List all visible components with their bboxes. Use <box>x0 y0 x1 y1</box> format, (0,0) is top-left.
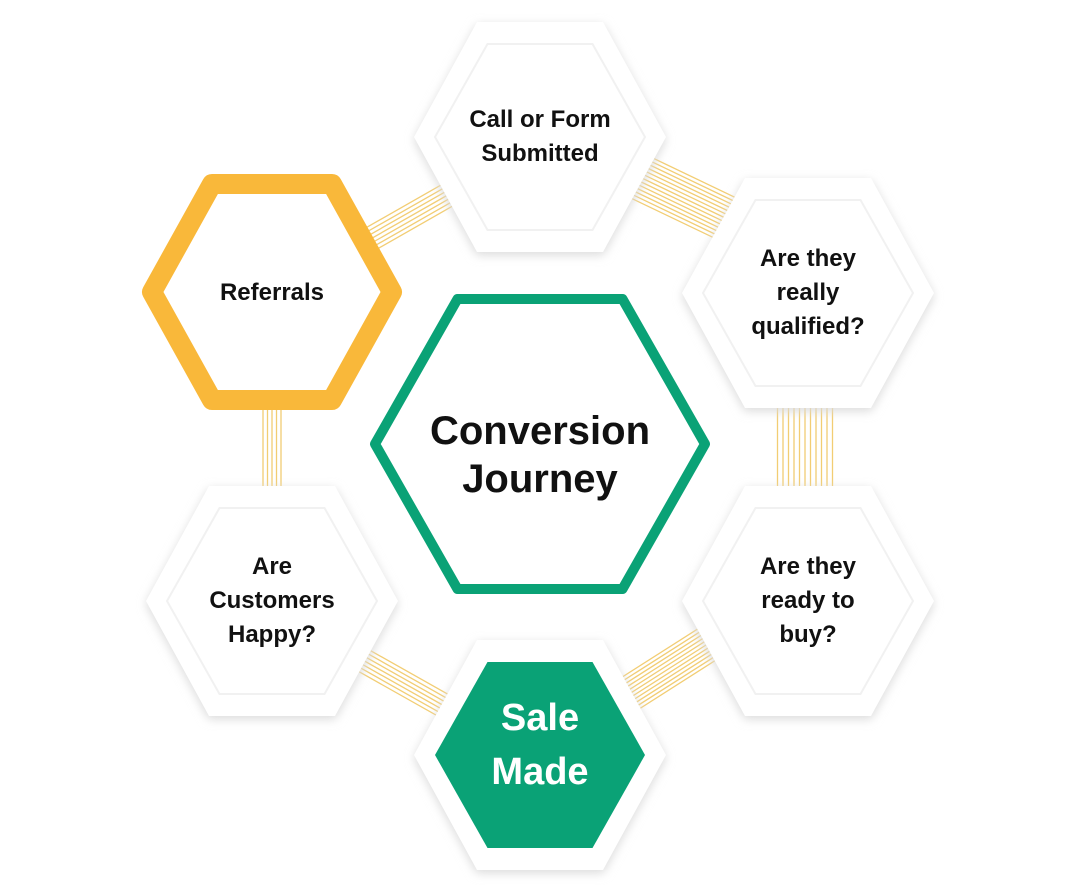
connector-line <box>361 190 463 250</box>
tile-are-they-ready-to-buy <box>682 486 934 719</box>
connector-line <box>353 177 455 236</box>
connector-line <box>357 183 459 243</box>
tile-call-or-form-submitted <box>414 22 666 255</box>
tile-are-they-really-qualified <box>682 178 934 411</box>
connector-line <box>355 180 457 239</box>
connector-referrals-call <box>353 177 467 256</box>
connector-line <box>365 197 467 256</box>
tile-are-customers-happy <box>146 486 398 719</box>
tile-referrals <box>142 174 402 410</box>
connector-line <box>359 187 461 246</box>
center-conversion-journey <box>370 294 710 594</box>
connector-line <box>363 194 465 253</box>
tile-sale-made <box>414 640 666 873</box>
